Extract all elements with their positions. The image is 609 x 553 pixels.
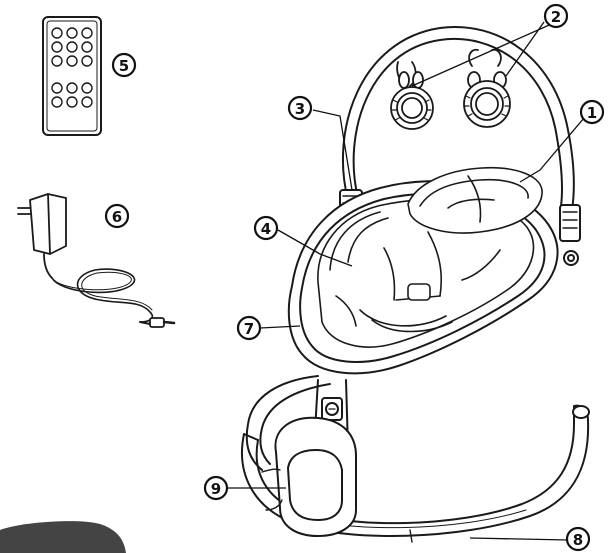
hanging-toys-illustration [391,50,510,129]
remote-control-illustration [43,17,101,135]
callout-control-unit: 9 [205,477,227,499]
callout-seat-frame: 7 [238,317,260,339]
callout-headrest: 1 [581,101,603,123]
corner-tab-shape [0,521,126,553]
svg-text:3: 3 [295,100,305,118]
control-unit-illustration [262,418,356,536]
svg-text:5: 5 [119,57,129,75]
svg-text:4: 4 [261,220,271,238]
power-adapter-illustration [18,194,174,327]
svg-text:6: 6 [112,208,122,226]
svg-text:1: 1 [587,104,597,122]
callout-base: 8 [567,528,589,550]
svg-text:8: 8 [573,531,583,549]
callout-canopy: 3 [289,97,311,119]
callout-remote: 5 [113,54,135,76]
svg-text:2: 2 [551,8,561,26]
svg-text:7: 7 [244,320,254,338]
callout-toys: 2 [545,5,567,27]
callout-seat-cushion: 4 [255,217,277,239]
callout-adapter: 6 [106,205,128,227]
svg-text:9: 9 [211,480,221,498]
